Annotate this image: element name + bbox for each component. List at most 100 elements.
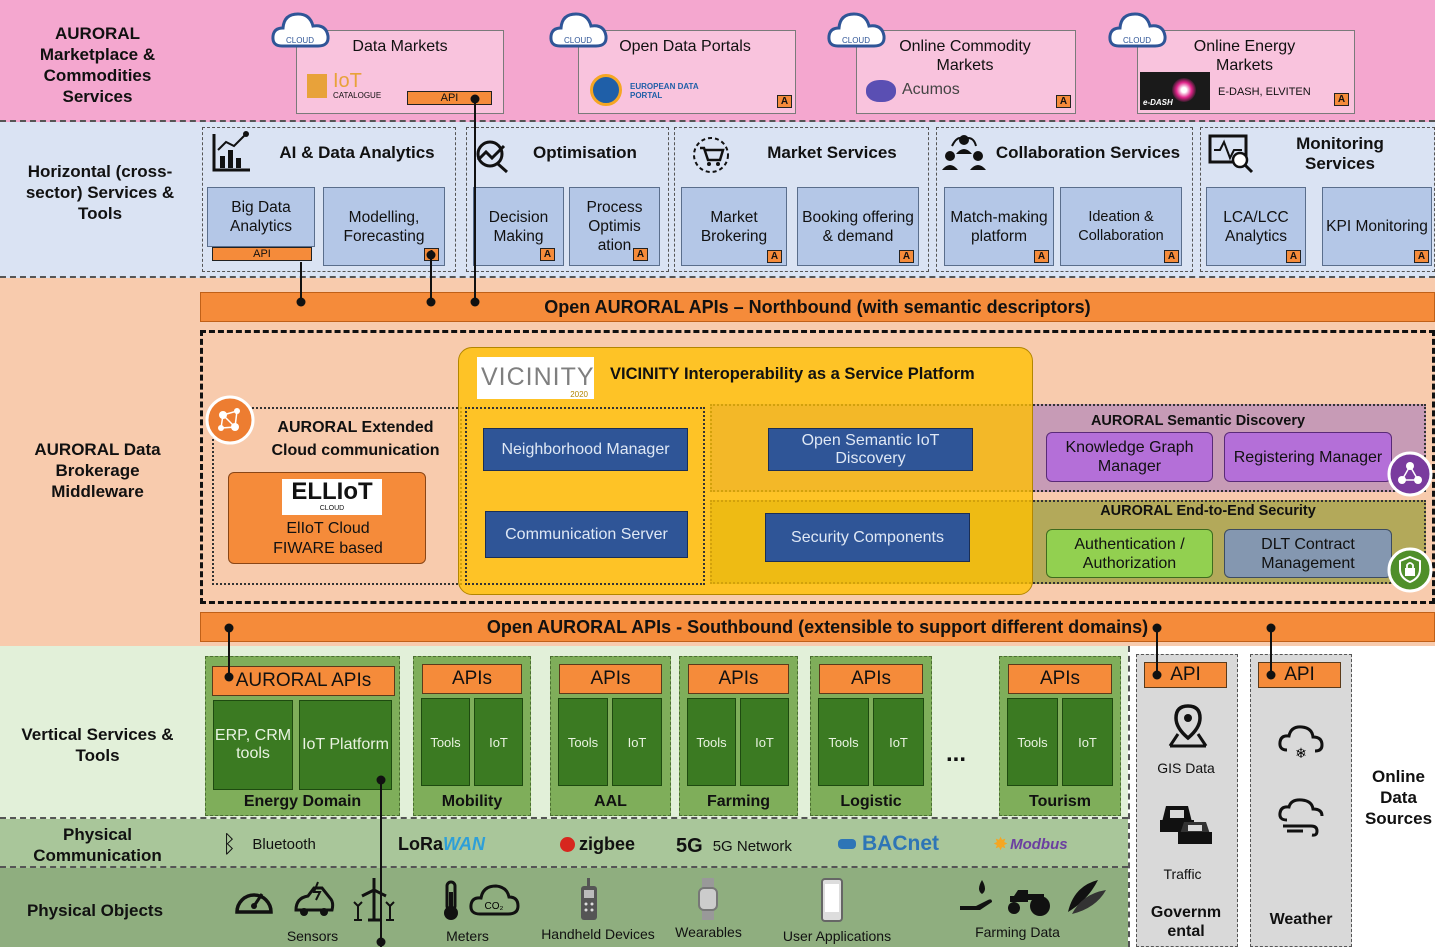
security-title: AURORAL End-to-End Security xyxy=(1100,503,1316,519)
farming-tools[interactable]: Tools xyxy=(687,698,736,786)
energy-erp-crm-tools[interactable]: ERP, CRM tools xyxy=(213,700,293,790)
farming-domain-label: Farming xyxy=(706,793,771,810)
connector-dot xyxy=(224,672,234,682)
traffic-label: Traffic xyxy=(1163,866,1202,882)
aal-iot[interactable]: IoT xyxy=(612,698,662,786)
security-components[interactable]: Security Components xyxy=(765,513,970,562)
energy-iot-platform[interactable]: IoT Platform xyxy=(299,700,392,790)
monitoring-screen-icon xyxy=(1208,134,1254,174)
aal-tools[interactable]: Tools xyxy=(558,698,608,786)
farming-icons xyxy=(960,880,1106,916)
aal-apis[interactable]: APIs xyxy=(559,664,662,694)
mobility-tools[interactable]: Tools xyxy=(421,698,470,786)
ideation-adapter-badge: A xyxy=(1164,250,1179,263)
data-markets-api[interactable]: API xyxy=(407,91,492,105)
neighborhood-manager[interactable]: Neighborhood Manager xyxy=(483,428,688,471)
connector-dot xyxy=(470,297,480,307)
5g-icon: 5G xyxy=(676,834,703,857)
tourism-apis[interactable]: APIs xyxy=(1008,664,1112,694)
connector-dot xyxy=(470,94,480,104)
connector-dot xyxy=(426,250,436,260)
mobility-apis[interactable]: APIs xyxy=(422,664,522,694)
elliot-logo-text: ELLIoT xyxy=(291,478,373,505)
aal-domain-label: AAL xyxy=(594,793,627,810)
network-node-icon xyxy=(205,395,255,445)
wind-cloud-icon xyxy=(1278,798,1324,837)
cloud-icon: CLOUD xyxy=(827,12,886,48)
weather-api[interactable]: API xyxy=(1258,662,1341,688)
energy-adapter-badge: A xyxy=(1334,93,1349,106)
northbound-api-bar[interactable]: Open AURORAL APIs – Northbound (with sem… xyxy=(200,292,1435,322)
process-adapter-badge: A xyxy=(633,248,648,261)
collaboration-people-icon xyxy=(942,135,986,170)
zigbee-icon xyxy=(560,836,575,852)
group-market-services xyxy=(674,127,929,272)
gis-data-label: GIS Data xyxy=(1157,760,1215,776)
farming-apis[interactable]: APIs xyxy=(688,664,789,694)
energy-auroral-apis[interactable]: AURORAL APIs xyxy=(212,666,395,696)
market-title-energy: Online Energy Markets xyxy=(1193,38,1296,74)
farming-iot[interactable]: IoT xyxy=(740,698,789,786)
service-booking-offering[interactable]: Booking offering & demand xyxy=(797,187,919,266)
decision-adapter-badge: A xyxy=(540,248,555,261)
connector-dot xyxy=(426,297,436,307)
european-data-portal-logo: EUROPEAN DATA PORTAL xyxy=(590,72,710,108)
connector-dot xyxy=(224,623,234,633)
security-lock-icon xyxy=(1387,547,1433,593)
physical-objects-label: Physical Objects xyxy=(26,900,164,920)
vertical-ellipsis: ... xyxy=(946,740,967,767)
meters-label: Meters xyxy=(446,928,489,944)
semantic-graph-icon xyxy=(1387,451,1433,497)
logistic-apis[interactable]: APIs xyxy=(819,664,923,694)
brokering-adapter-badge: A xyxy=(767,250,782,263)
sensors-label: Sensors xyxy=(286,928,339,944)
logistic-iot[interactable]: IoT xyxy=(873,698,924,786)
service-big-data-analytics[interactable]: Big Data Analytics xyxy=(207,187,315,247)
svg-text:CLOUD: CLOUD xyxy=(286,36,314,45)
group-title-optimisation: Optimisation xyxy=(533,143,637,162)
analytics-chart-icon xyxy=(212,131,250,172)
knowledge-graph-manager[interactable]: Knowledge Graph Manager xyxy=(1046,432,1213,482)
logistic-tools[interactable]: Tools xyxy=(818,698,869,786)
iot-catalogue-logo: IoT CATALOGUE xyxy=(307,70,397,100)
logistic-domain-label: Logistic xyxy=(840,793,902,810)
edp-globe-icon xyxy=(590,74,622,106)
energy-domain-label: Energy Domain xyxy=(243,793,362,810)
service-ideation-collaboration[interactable]: Ideation & Collaboration xyxy=(1060,187,1182,266)
southbound-api-bar[interactable]: Open AURORAL APIs - Southbound (extensib… xyxy=(200,612,1435,642)
tourism-domain-label: Tourism xyxy=(1029,793,1091,810)
vicinity-inner-dotted xyxy=(465,407,705,585)
tourism-iot[interactable]: IoT xyxy=(1062,698,1113,786)
communication-server[interactable]: Communication Server xyxy=(485,511,688,558)
extended-cloud-title: AURORAL Extended Cloud communication xyxy=(271,419,440,459)
commodity-adapter-badge: A xyxy=(1056,95,1071,108)
tourism-tools[interactable]: Tools xyxy=(1007,698,1058,786)
connector-dot xyxy=(1266,670,1276,680)
group-ai-analytics xyxy=(202,127,456,272)
farming-data-label: Farming Data xyxy=(975,924,1060,940)
group-title-market: Market Services xyxy=(767,143,897,162)
authentication-authorization[interactable]: Authentication / Authorization xyxy=(1046,529,1213,578)
market-cart-icon xyxy=(693,137,729,173)
dlt-contract-management[interactable]: DLT Contract Management xyxy=(1224,529,1392,578)
middleware-label: AURORAL Data Brokerage Middleware xyxy=(34,439,161,501)
weather-label: Weather xyxy=(1269,911,1333,928)
mobility-iot[interactable]: IoT xyxy=(474,698,523,786)
svg-text:❄: ❄ xyxy=(1295,746,1307,762)
modbus-icon: ✸ xyxy=(993,833,1009,854)
svg-text:CO₂: CO₂ xyxy=(485,901,504,912)
edash-elviten-text: E-DASH, ELVITEN xyxy=(1218,86,1311,98)
marketplace-label: AURORAL Marketplace & Commodities Servic… xyxy=(39,24,156,106)
open-semantic-discovery[interactable]: Open Semantic IoT Discovery xyxy=(768,428,973,471)
cloud-icon: CLOUD xyxy=(549,12,608,48)
user-applications-label: User Applications xyxy=(782,928,892,944)
group-title-ai: AI & Data Analytics xyxy=(279,143,435,162)
service-kpi-monitoring[interactable]: KPI Monitoring xyxy=(1322,187,1432,266)
acumos-logo: Acumos xyxy=(866,78,976,104)
governmental-source xyxy=(1136,654,1238,947)
elliot-logo: ELLIoT CLOUD xyxy=(282,479,382,515)
registering-manager[interactable]: Registering Manager xyxy=(1224,432,1392,482)
edash-logo: e-DASH xyxy=(1140,72,1210,110)
big-data-api[interactable]: API xyxy=(212,247,312,261)
